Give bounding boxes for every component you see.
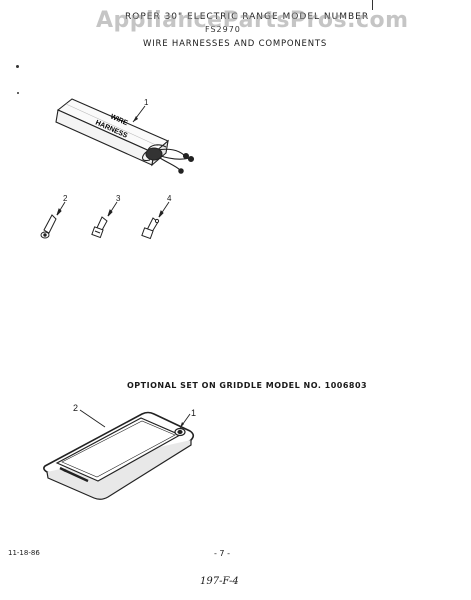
callout-1-harness: 1 bbox=[144, 98, 149, 107]
section-heading-wire-harnesses: WIRE HARNESSES AND COMPONENTS bbox=[143, 39, 328, 49]
callout-4-terminal: 4 bbox=[167, 194, 172, 203]
footer-date: 11-18-86 bbox=[8, 549, 40, 557]
callout-3-terminal: 3 bbox=[116, 194, 121, 203]
top-edge-mark bbox=[372, 0, 373, 10]
section-heading-griddle: OPTIONAL SET ON GRIDDLE MODEL NO. 100680… bbox=[127, 381, 368, 390]
page-number: - 7 - bbox=[214, 549, 230, 558]
callout-2-terminal: 2 bbox=[63, 194, 68, 203]
callout-2-griddle-plate: 2 bbox=[73, 403, 79, 413]
watermark-logo: AppliancePartsPros.com bbox=[96, 8, 409, 33]
stray-mark bbox=[17, 92, 19, 94]
document-title: ROPER 30" ELECTRIC RANGE MODEL NUMBER bbox=[125, 12, 370, 22]
stray-mark bbox=[16, 65, 19, 68]
handwritten-note: 197-F-4 bbox=[200, 576, 239, 587]
callout-1-griddle-knob: 1 bbox=[191, 408, 197, 418]
model-number: FS2970 bbox=[205, 25, 241, 34]
griddle-illustration bbox=[43, 411, 195, 500]
